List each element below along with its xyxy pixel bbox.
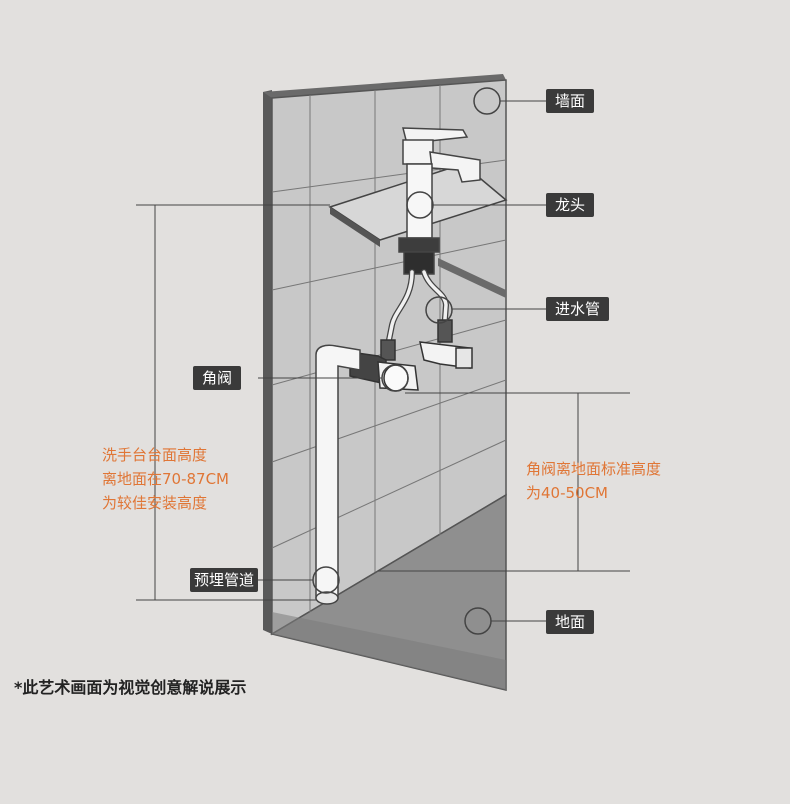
embedded-pipe (315, 344, 361, 605)
label-wall: 墙面 (546, 89, 595, 113)
dimension-lines (136, 204, 630, 601)
note-valve-height: 角阀离地面标准高度 为40-50CM (526, 457, 661, 505)
note-basin-line-2: 离地面在70-87CM (102, 470, 230, 488)
label-floor: 地面 (546, 610, 595, 634)
label-angle-valve: 角阀 (193, 366, 242, 390)
angle-valve-right (419, 319, 473, 369)
wall-edge (263, 90, 272, 634)
angle-valve-left (349, 339, 419, 392)
note-valve-line-1: 角阀离地面标准高度 (526, 460, 662, 478)
counter-edge (330, 207, 380, 247)
faucet-drawing (398, 127, 481, 275)
note-valve-line-2: 为40-50CM (526, 484, 609, 502)
counter-shelf-right (438, 258, 506, 298)
label-inlet-pipe: 进水管 (546, 297, 610, 321)
note-basin-height: 洗手台台面高度 离地面在70-87CM 为较佳安装高度 (102, 443, 229, 515)
note-basin-line-3: 为较佳安装高度 (102, 494, 208, 512)
floor-front-edge (272, 612, 506, 690)
disclaimer-text: *此艺术画面为视觉创意解说展示 (14, 678, 247, 697)
inlet-hoses-inner (386, 270, 448, 347)
wall-top (263, 74, 506, 98)
note-basin-line-1: 洗手台台面高度 (102, 446, 208, 464)
label-embedded-pipe: 预埋管道 (190, 568, 259, 592)
callout-lines (258, 100, 546, 622)
label-faucet: 龙头 (546, 193, 595, 217)
